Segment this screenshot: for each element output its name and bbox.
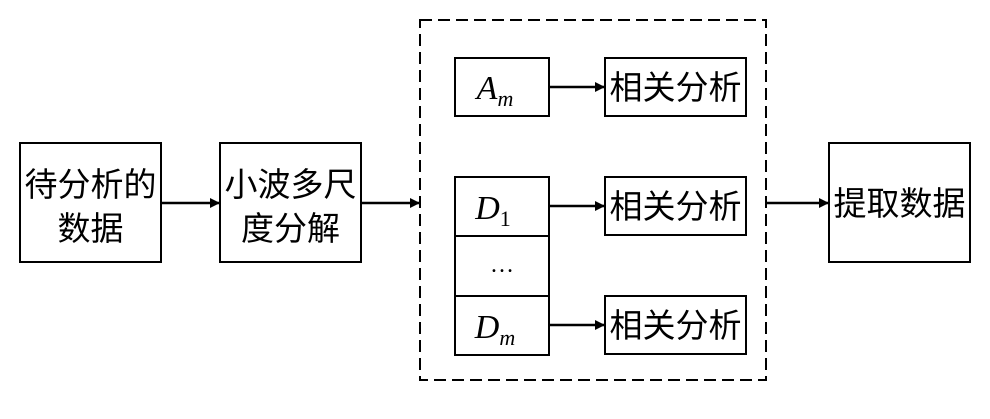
analysis-label-detail-first: 相关分析 <box>610 187 742 226</box>
detail-coefficient-stack: D1 … Dm <box>454 176 550 356</box>
detail-first-label: D1 <box>474 190 511 231</box>
wavelet-decomposition-box: 小波多尺 度分解 <box>219 142 362 263</box>
analysis-box-approx: 相关分析 <box>604 57 747 117</box>
coefficients-group-border <box>419 19 767 381</box>
wavelet-label-line1: 小波多尺 <box>225 165 357 204</box>
approx-coefficient-label: Am <box>475 70 514 111</box>
detail-last-label: Dm <box>474 309 515 350</box>
analysis-label-detail-last: 相关分析 <box>610 306 742 345</box>
analysis-box-detail-last: 相关分析 <box>604 295 747 355</box>
input-data-box: 待分析的 数据 <box>19 142 162 263</box>
wavelet-label-line2: 度分解 <box>241 209 340 248</box>
detail-ellipsis: … <box>490 252 514 278</box>
input-data-label-line1: 待分析的 <box>25 165 157 204</box>
output-data-label: 提取数据 <box>834 184 966 223</box>
analysis-label-approx: 相关分析 <box>610 68 742 107</box>
analysis-box-detail-first: 相关分析 <box>604 176 747 236</box>
approx-coefficient-box: Am <box>454 57 550 117</box>
input-data-label-line2: 数据 <box>58 209 124 248</box>
output-data-box: 提取数据 <box>828 142 971 263</box>
